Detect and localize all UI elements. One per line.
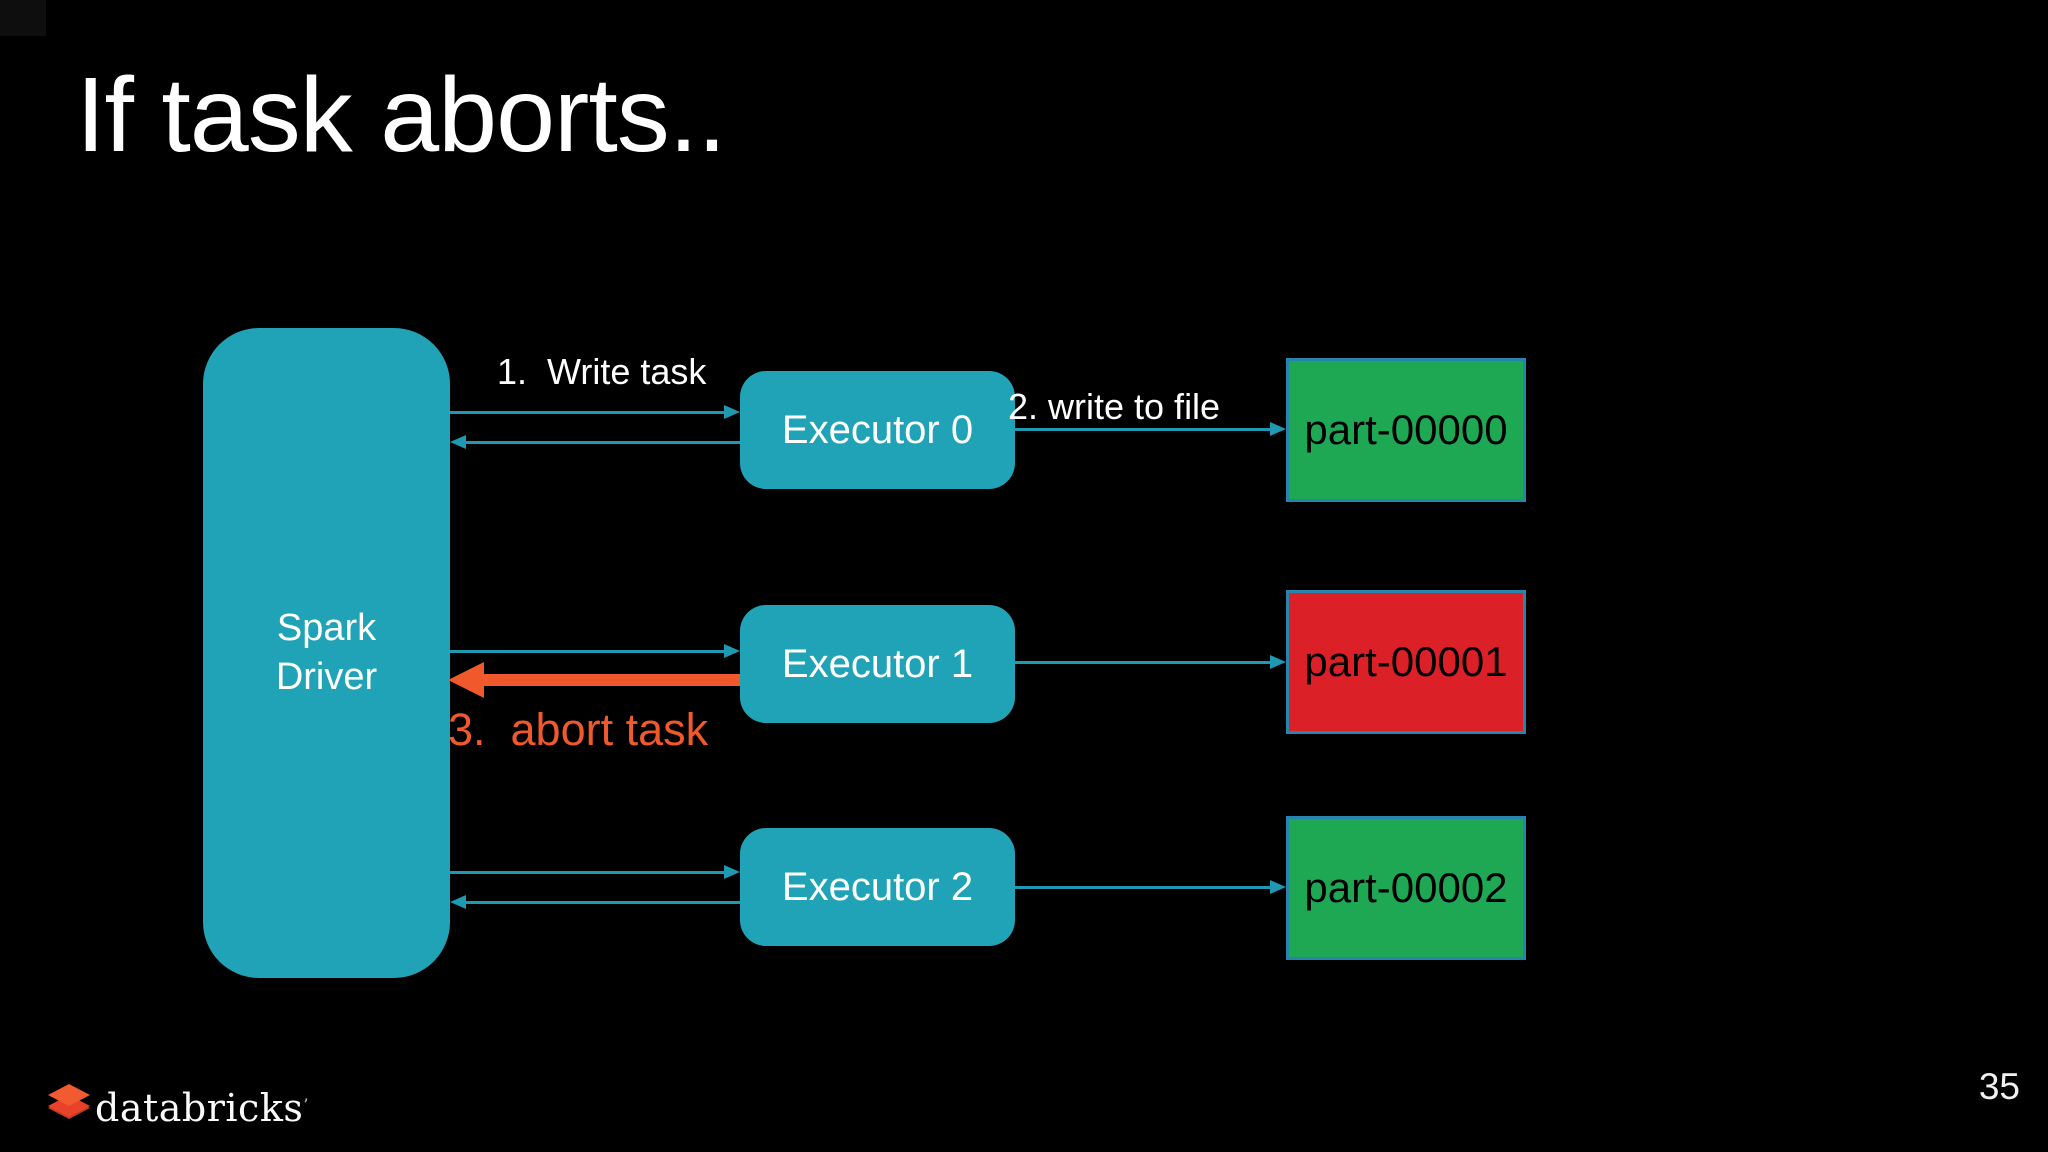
- executor-2-label: Executor 2: [781, 864, 974, 909]
- arrow-executor-0-to-driver: [450, 435, 740, 449]
- arrow-executor-0-to-part-00000: [1015, 422, 1286, 436]
- partition-box-part-00000: part-00000: [1286, 358, 1526, 502]
- spark-driver-label-line1: Spark: [276, 607, 377, 650]
- executor-1-box: Executor 1: [740, 605, 1015, 723]
- page-number: 35: [1978, 1066, 2020, 1107]
- corner-artifact: [0, 0, 46, 36]
- executor-0-label: Executor 0: [781, 407, 974, 452]
- arrow-executor-1-to-part-00001: [1015, 655, 1286, 669]
- spark-driver-label-line2: Driver: [275, 656, 378, 698]
- databricks-trademark-mark: ’: [303, 1095, 309, 1114]
- executor-2-box: Executor 2: [740, 828, 1015, 946]
- step-1-write-task-label: 1. Write task: [497, 351, 707, 392]
- partition-label-part-00000: part-00000: [1304, 406, 1508, 453]
- partition-label-part-00002: part-00002: [1304, 864, 1508, 911]
- partition-box-part-00001: part-00001: [1286, 590, 1526, 734]
- arrow-driver-to-executor-0: [450, 405, 740, 419]
- abort-arrow-executor-1-to-driver: [448, 662, 740, 698]
- partition-label-part-00001: part-00001: [1304, 638, 1508, 685]
- executor-1-label: Executor 1: [781, 641, 974, 686]
- arrow-executor-2-to-driver: [450, 895, 740, 909]
- step-3-abort-task-label: 3. abort task: [448, 704, 709, 755]
- slide-title: If task aborts..: [76, 56, 727, 174]
- partition-box-part-00002: part-00002: [1286, 816, 1526, 960]
- databricks-logo-icon: [48, 1084, 90, 1119]
- arrow-driver-to-executor-1: [450, 644, 740, 658]
- databricks-wordmark: databricks’: [95, 1086, 309, 1130]
- arrow-executor-2-to-part-00002: [1015, 880, 1286, 894]
- databricks-wordmark-text: databricks: [95, 1086, 304, 1130]
- arrow-driver-to-executor-2: [450, 865, 740, 879]
- step-2-write-to-file-label: 2. write to file: [1008, 386, 1221, 427]
- executor-0-box: Executor 0: [740, 371, 1015, 489]
- spark-driver-box: Spark Driver: [203, 328, 450, 978]
